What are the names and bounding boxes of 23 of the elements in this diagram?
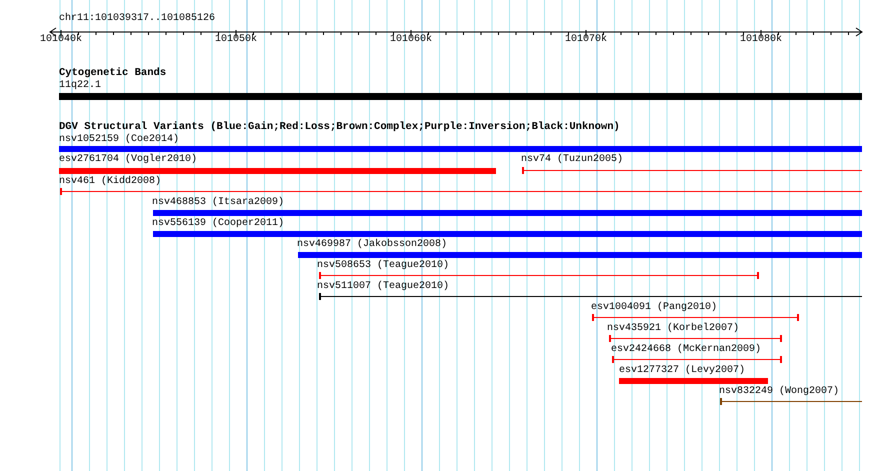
feature-label: nsv556139 (Cooper2011)	[152, 218, 284, 230]
tick-label: 101050k	[215, 34, 257, 46]
feature-label: nsv511007 (Teague2010)	[317, 281, 450, 293]
tick-label: 101040k	[40, 34, 82, 46]
feature-label: esv2761704 (Vogler2010)	[59, 154, 198, 166]
tick-label: 101070k	[565, 34, 607, 46]
coordinate-range: chr11:101039317..101085126	[59, 13, 216, 25]
track-title: DGV Structural Variants (Blue:Gain;Red:Loss;Brown:Complex;Purple:Inversion;Black:Unknown)	[59, 121, 620, 134]
feature-label: esv2424668 (McKernan2009)	[611, 344, 762, 356]
feature-label: nsv435921 (Korbel2007)	[607, 323, 740, 335]
track-title: Cytogenetic Bands	[59, 67, 166, 80]
tick-label: 101080k	[740, 34, 782, 46]
feature-label: esv1004091 (Pang2010)	[591, 302, 718, 314]
feature-label: nsv468853 (Itsara2009)	[152, 197, 284, 209]
feature-label: esv1277327 (Levy2007)	[619, 365, 746, 377]
feature-label: nsv1052159 (Coe2014)	[59, 134, 180, 146]
feature-label: 11q22.1	[59, 80, 102, 92]
feature-label: nsv469987 (Jakobsson2008)	[297, 239, 448, 251]
feature-label: nsv461 (Kidd2008)	[59, 176, 162, 188]
feature-label: nsv832249 (Wong2007)	[719, 386, 840, 398]
tick-label: 101060k	[390, 34, 432, 46]
feature-label: nsv508653 (Teague2010)	[317, 260, 450, 272]
feature-label: nsv74 (Tuzun2005)	[521, 154, 624, 166]
